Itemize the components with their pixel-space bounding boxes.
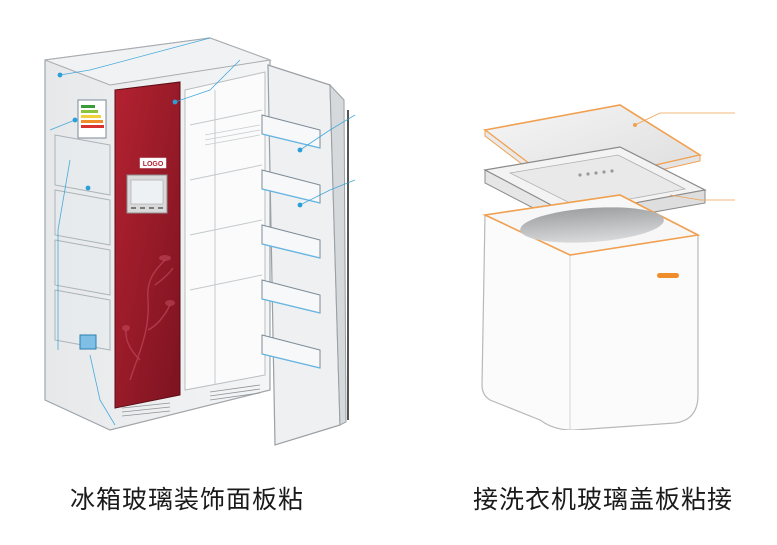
refrigerator-illustration: LOGO [30, 30, 370, 450]
washer-body [481, 194, 699, 430]
washing-machine-illustration [470, 95, 750, 430]
refrigerator-drawing: LOGO [44, 37, 356, 446]
brand-badge [139, 157, 167, 169]
sensor-component [79, 334, 97, 350]
caption-fridge: 冰箱玻璃装饰面板粘 [70, 485, 305, 514]
brand-logo-text: LOGO [143, 161, 164, 168]
washer-handle [657, 273, 679, 278]
caption-washer: 接洗衣机玻璃盖板粘接 [473, 485, 734, 514]
tub-opening [520, 207, 664, 243]
red-glass-panel [114, 81, 181, 409]
washing-machine-drawing [481, 104, 735, 430]
